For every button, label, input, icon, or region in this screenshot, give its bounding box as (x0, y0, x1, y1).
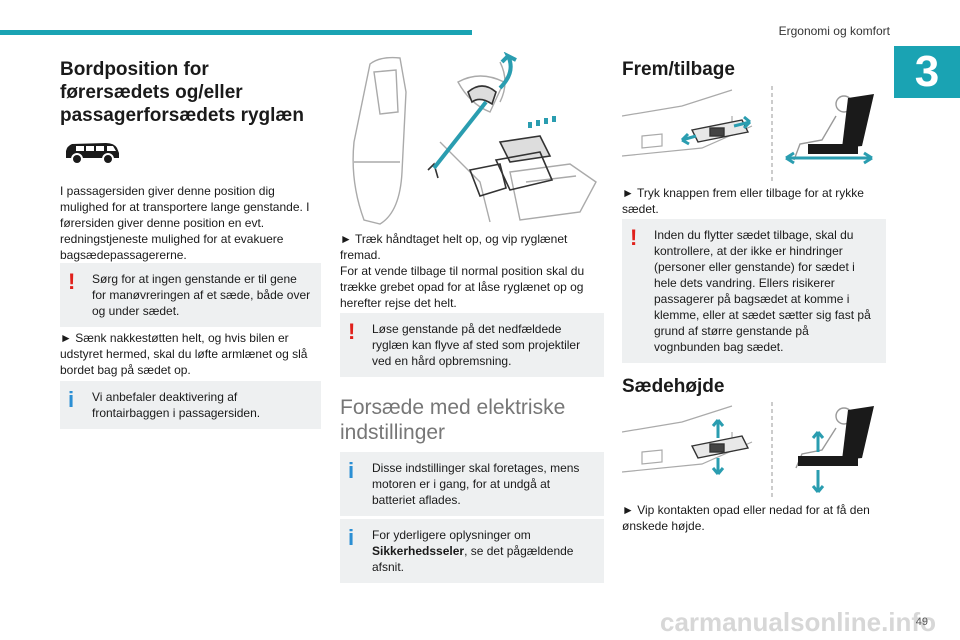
warning-icon: ! (68, 269, 76, 294)
warning-box-obstructions: ! Inden du flytter sædet tilbage, skal d… (622, 219, 886, 363)
section-heading-table-position: Bordposition for førersædets og/eller pa… (60, 59, 304, 126)
van-icon (62, 140, 122, 171)
info-box-seatbelts: i For yderligere oplysninger om Sikkerhe… (340, 519, 604, 583)
paragraph-intro: I passagersiden giver denne position dig… (60, 184, 310, 262)
watermark: carmanualsonline.info (660, 607, 936, 637)
info-box-engine-running: i Disse indstillinger skal foretages, me… (340, 452, 604, 516)
top-accent-bar (0, 30, 472, 35)
page-number: 49 (915, 616, 928, 628)
paragraph-return-normal: For at vende tilbage til normal position… (340, 264, 585, 310)
step-pull-handle: ► Træk håndtaget helt op, og vip ryglæne… (340, 232, 568, 262)
section-heading-electric-seat: Forsæde med elektriske indstillinger (340, 396, 566, 444)
chapter-number-tab: 3 (894, 46, 960, 98)
warning-icon: ! (348, 319, 356, 344)
heading-seat-height: Sædehøjde (622, 376, 725, 397)
info-icon: i (68, 387, 75, 412)
info-icon: i (348, 458, 355, 483)
info-box-airbag: i Vi anbefaler deaktivering af frontairb… (60, 381, 321, 429)
warning-box-obstacles: ! Sørg for at ingen genstande er til gen… (60, 263, 321, 327)
step-tilt-switch: ► Vip kontakten opad eller nedad for at … (622, 503, 870, 533)
warning-icon: ! (630, 225, 638, 250)
seat-fold-illustration (340, 51, 602, 233)
seat-height-illustration (621, 402, 878, 503)
heading-forward-backward: Frem/tilbage (622, 59, 735, 80)
step-press-button: ► Tryk knappen frem eller tilbage for at… (622, 186, 864, 216)
chapter-title: Ergonomi og komfort (778, 24, 890, 38)
seat-slide-illustration (621, 86, 878, 187)
info-icon: i (348, 525, 355, 550)
warning-box-loose-objects: ! Løse genstande på det nedfældede ryglæ… (340, 313, 604, 377)
step-lower-headrest: ► Sænk nakkestøtten helt, og hvis bilen … (60, 331, 308, 377)
